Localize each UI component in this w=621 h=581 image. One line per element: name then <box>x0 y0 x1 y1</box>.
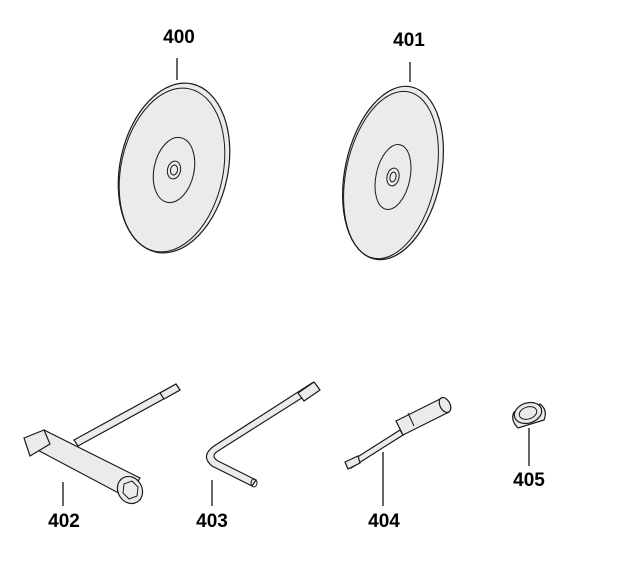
part-label-403: 403 <box>196 511 228 532</box>
spacer-ring-icon <box>512 401 546 429</box>
t-socket-wrench-icon <box>23 383 181 505</box>
cutting-disc-icon <box>117 82 231 254</box>
cutting-disc-icon <box>342 85 444 261</box>
part-label-402: 402 <box>48 511 80 532</box>
screwdriver-icon <box>344 396 452 470</box>
part-label-401: 401 <box>393 30 425 51</box>
part-label-400: 400 <box>163 27 195 48</box>
part-label-404: 404 <box>368 511 400 532</box>
part-label-405: 405 <box>513 470 545 491</box>
torx-l-key-icon <box>205 381 321 488</box>
